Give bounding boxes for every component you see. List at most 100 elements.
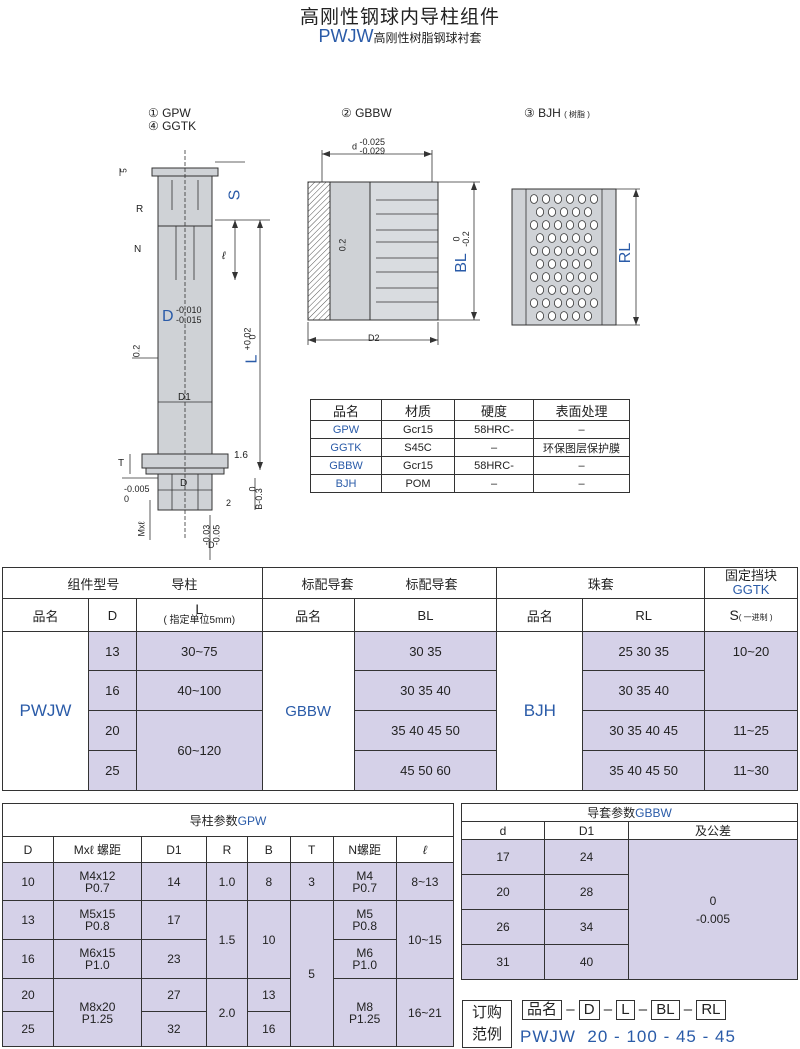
order-example-dash: -	[614, 1027, 621, 1046]
dim-d-tol: -0.010-0.015	[176, 305, 202, 325]
fig2-label: ② GBBW	[341, 106, 392, 120]
gpw-d: 25	[1, 1011, 55, 1047]
gpw-header-row: D Mxℓ 螺距 D1 R B T N螺距 ℓ	[1, 836, 455, 863]
cage-hole	[590, 220, 599, 230]
cage-hole	[590, 298, 599, 308]
material-header-material: 材质	[381, 399, 455, 421]
gpw-h-t: T	[289, 836, 334, 863]
cage-hole	[560, 259, 569, 269]
gpw-d: 10	[1, 862, 55, 901]
gpw-title-code: GPW	[237, 813, 267, 828]
gbbw-d1: 34	[544, 909, 629, 945]
dim-l-tol-bot: 0	[247, 334, 258, 340]
dim-two: 2	[226, 498, 232, 508]
order-field-rl: RL	[696, 1000, 726, 1020]
dim-bushing-d-tol-top: -0.025	[359, 137, 386, 147]
dim-bushing-d-tol-bot: -0.029	[359, 146, 386, 156]
gpw-ell: 10~15	[395, 900, 455, 979]
subtitle-code: PWJW	[318, 26, 374, 46]
cage-hole	[529, 298, 538, 308]
gpw-ell: 8~13	[395, 862, 455, 901]
cage-hole	[554, 272, 563, 282]
group-bushing: 标配导套 标配导套	[261, 567, 498, 599]
cage-hole	[548, 233, 557, 243]
fig3-note: ( 树脂 )	[564, 110, 590, 119]
bushing-name: GBBW	[261, 631, 355, 791]
gpw-n-pitch: P1.0	[352, 958, 378, 972]
order-format: 品名 – D – L – BL – RL	[522, 1000, 726, 1020]
cage-hole	[572, 311, 581, 321]
dim-d-bottom: D	[208, 540, 215, 550]
cage-hole	[566, 272, 575, 282]
gpw-b: 10	[246, 900, 291, 979]
material-row-hardness: 58HRC-	[454, 456, 534, 475]
cage-hole	[572, 285, 581, 295]
dim-s: S	[226, 189, 244, 201]
fig3-label-text: ③ BJH	[524, 106, 561, 120]
gpw-ell: 16~21	[395, 978, 455, 1047]
sub-l-note: ( 指定单位5mm)	[163, 615, 236, 626]
material-row-surface: –	[533, 456, 630, 475]
group-bushing-b: 标配导套	[405, 576, 458, 592]
row-l: 30~75	[135, 631, 263, 671]
material-row-material: Gcr15	[381, 420, 455, 439]
gpw-r: 1.0	[206, 862, 248, 901]
assembly-name: PWJW	[2, 631, 89, 791]
sub-name: 品名	[2, 598, 89, 632]
cage-hole	[578, 246, 587, 256]
cage-hole	[529, 246, 538, 256]
group-ball-cage: 珠套	[496, 567, 706, 599]
dim-r: R	[136, 204, 144, 215]
group-stopper-code: GGTK	[732, 582, 770, 597]
gbbw-d1: 24	[544, 839, 629, 875]
order-field-d: D	[578, 1000, 600, 1020]
cage-hole	[590, 246, 599, 256]
gbbw-tol: 0-0.005	[628, 839, 798, 980]
cage-hole	[572, 259, 581, 269]
component-sub-header: 品名 D L( 指定单位5mm) 品名 BL 品名 RL S( 一进制 )	[2, 598, 798, 632]
gpw-n-size: M8	[356, 999, 374, 1014]
gpw-t: 5	[289, 900, 334, 1047]
dim-bushing-rough: 0.2	[337, 238, 348, 252]
bushing-inner	[369, 181, 439, 321]
gpw-h-d1: D1	[140, 836, 208, 863]
dim-dtol-bot: 0	[124, 494, 130, 504]
row-rl: 30 35 40	[582, 670, 706, 711]
gpw-h-b: B	[246, 836, 291, 863]
gpw-n-size: M5	[356, 907, 374, 921]
dim-roughness: 0.2	[131, 344, 142, 358]
gpw-m-size: M5x15	[79, 907, 116, 921]
cage-hole	[584, 233, 593, 243]
cage-hole	[554, 220, 563, 230]
order-label-top: 订购	[471, 1003, 502, 1021]
gpw-b: 13	[246, 978, 291, 1012]
gpw-n-pitch: P0.7	[352, 880, 378, 895]
cage-hole	[542, 298, 551, 308]
row-l: 40~100	[135, 670, 263, 711]
group-bushing-a: 标配导套	[301, 576, 354, 592]
cage-hole	[529, 220, 538, 230]
dim-d-shaft: D	[162, 308, 174, 325]
dim-five: 5	[119, 168, 129, 173]
cage-hole	[566, 220, 575, 230]
order-example-dash: -	[663, 1027, 671, 1046]
row-l: 60~120	[135, 710, 263, 791]
cage-hole	[566, 246, 575, 256]
gbbw-d: 31	[461, 944, 545, 980]
cage-hole	[542, 272, 551, 282]
gpw-h-d: D	[1, 836, 55, 863]
cage-hole	[548, 285, 557, 295]
order-dash: –	[638, 1001, 648, 1018]
material-row-material: Gcr15	[381, 456, 455, 475]
material-row-hardness: 58HRC-	[454, 420, 534, 439]
gpw-h-mxl: Mxℓ 螺距	[53, 836, 142, 863]
gpw-title: 导柱参数GPW	[2, 803, 454, 837]
cage-hole	[578, 194, 587, 204]
gpw-m-size: M8x20	[79, 999, 116, 1014]
row-bl: 35 40 45 50	[353, 710, 498, 751]
dim-bushing-d-label: d	[352, 141, 358, 152]
